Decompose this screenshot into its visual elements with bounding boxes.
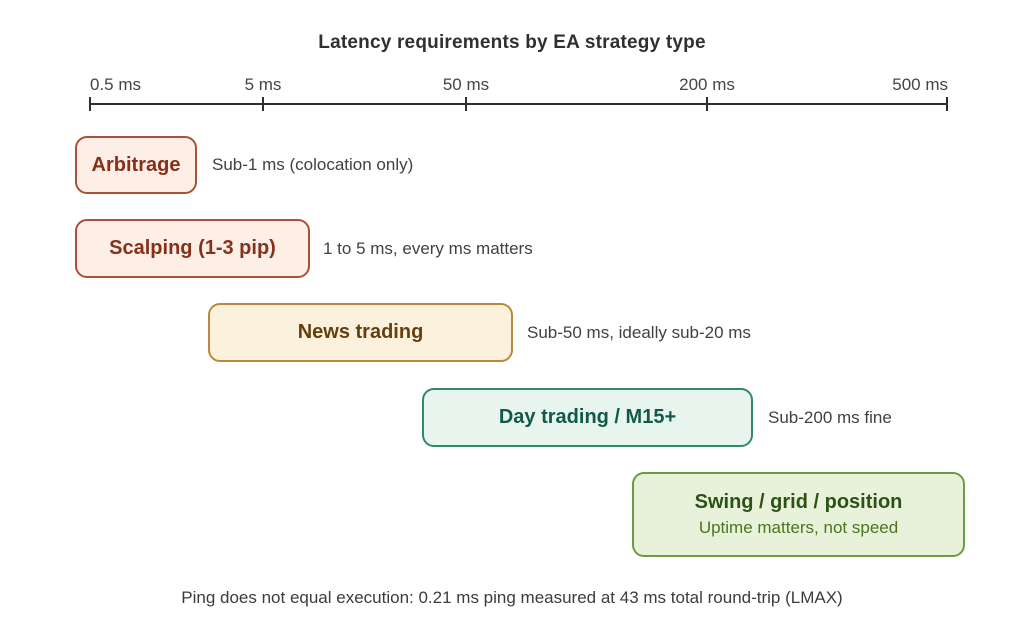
annotation-arbitrage: Sub-1 ms (colocation only): [212, 155, 414, 174]
axis-tick: [262, 97, 264, 111]
bar-label: News trading: [297, 321, 424, 343]
annotation-scalping: 1 to 5 ms, every ms matters: [323, 238, 533, 258]
axis-tick: [89, 97, 91, 111]
axis-tick-label: 5 ms: [244, 75, 282, 94]
bar-day-trading: Day trading / M15+: [422, 388, 753, 447]
annotation-news-trading: Sub-50 ms, ideally sub-20 ms: [527, 322, 751, 342]
bar-label: Swing / grid / position: [694, 491, 903, 513]
bar-arbitrage: Arbitrage: [75, 136, 197, 194]
axis-tick-label: 200 ms: [679, 75, 735, 94]
axis-tick-label: 500 ms: [892, 75, 948, 94]
axis-tick: [465, 97, 467, 111]
footnote: Ping does not equal execution: 0.21 ms p…: [181, 588, 843, 607]
chart-title: Latency requirements by EA strategy type: [318, 32, 706, 53]
bar-label: Day trading / M15+: [498, 406, 677, 428]
bar-sublabel: Uptime matters, not speed: [698, 518, 899, 537]
bar-label: Scalping (1-3 pip): [109, 237, 276, 259]
annotation-day-trading: Sub-200 ms fine: [768, 407, 892, 427]
bar-swing-grid-position: Swing / grid / position Uptime matters, …: [632, 472, 965, 557]
axis-tick: [706, 97, 708, 111]
axis-tick-label: 0.5 ms: [90, 75, 142, 94]
axis-line: [90, 103, 948, 105]
axis-tick-label: 50 ms: [442, 75, 490, 94]
bar-label: Arbitrage: [91, 153, 181, 176]
bar-scalping: Scalping (1-3 pip): [75, 219, 310, 278]
bar-news-trading: News trading: [208, 303, 513, 362]
axis-tick: [946, 97, 948, 111]
